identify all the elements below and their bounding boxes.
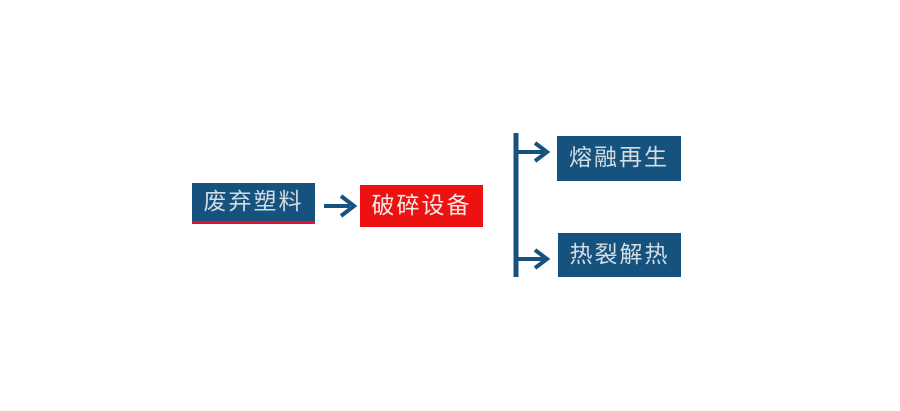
node-pyrolysis-label: 热裂解热 xyxy=(569,241,670,268)
arrow-right-icon xyxy=(320,188,362,224)
node-melt-regeneration-label: 熔融再生 xyxy=(569,145,669,171)
node-waste-plastic[interactable]: 废弃塑料 xyxy=(192,183,315,224)
node-waste-plastic-label: 废弃塑料 xyxy=(203,188,304,215)
branch-split-right-icon xyxy=(506,126,564,284)
node-crushing-equipment-label: 破碎设备 xyxy=(371,192,472,219)
node-pyrolysis[interactable]: 热裂解热 xyxy=(558,233,681,277)
node-melt-regeneration[interactable]: 熔融再生 xyxy=(557,136,681,181)
node-crushing-equipment[interactable]: 破碎设备 xyxy=(360,185,483,227)
